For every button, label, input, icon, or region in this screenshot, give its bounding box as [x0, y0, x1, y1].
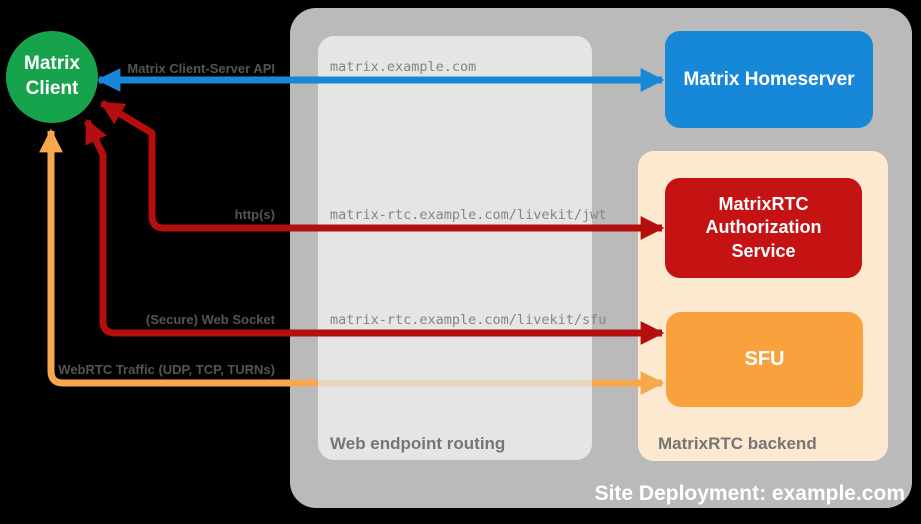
matrixrtc-authorization-service-node: MatrixRTC Authorization Service — [665, 178, 862, 278]
secure-web-socket-arrow-label: (Secure) Web Socket — [145, 312, 275, 327]
endpoint-livekit-jwt: matrix-rtc.example.com/livekit/jwt — [330, 207, 607, 223]
matrixrtc-backend-label: MatrixRTC backend — [658, 434, 817, 453]
matrix-client-node: Matrix Client — [6, 31, 98, 123]
webrtc-traffic-arrow-client-segment — [39, 128, 318, 387]
site-deployment-title: Site Deployment: example.com — [594, 482, 905, 505]
web-endpoint-routing-label: Web endpoint routing — [330, 434, 506, 453]
sfu-node: SFU — [666, 312, 863, 407]
endpoint-livekit-sfu: matrix-rtc.example.com/livekit/sfu — [330, 312, 607, 328]
matrix-homeserver-node: Matrix Homeserver — [665, 31, 873, 128]
endpoint-matrix-example-com: matrix.example.com — [330, 59, 477, 75]
client-server-api-arrow-label: Matrix Client-Server API — [127, 61, 275, 76]
https-arrow-label: http(s) — [234, 207, 275, 222]
web-endpoint-routing-panel — [318, 36, 592, 460]
webrtc-traffic-arrow-label: WebRTC Traffic (UDP, TCP, TURNs) — [58, 362, 275, 377]
